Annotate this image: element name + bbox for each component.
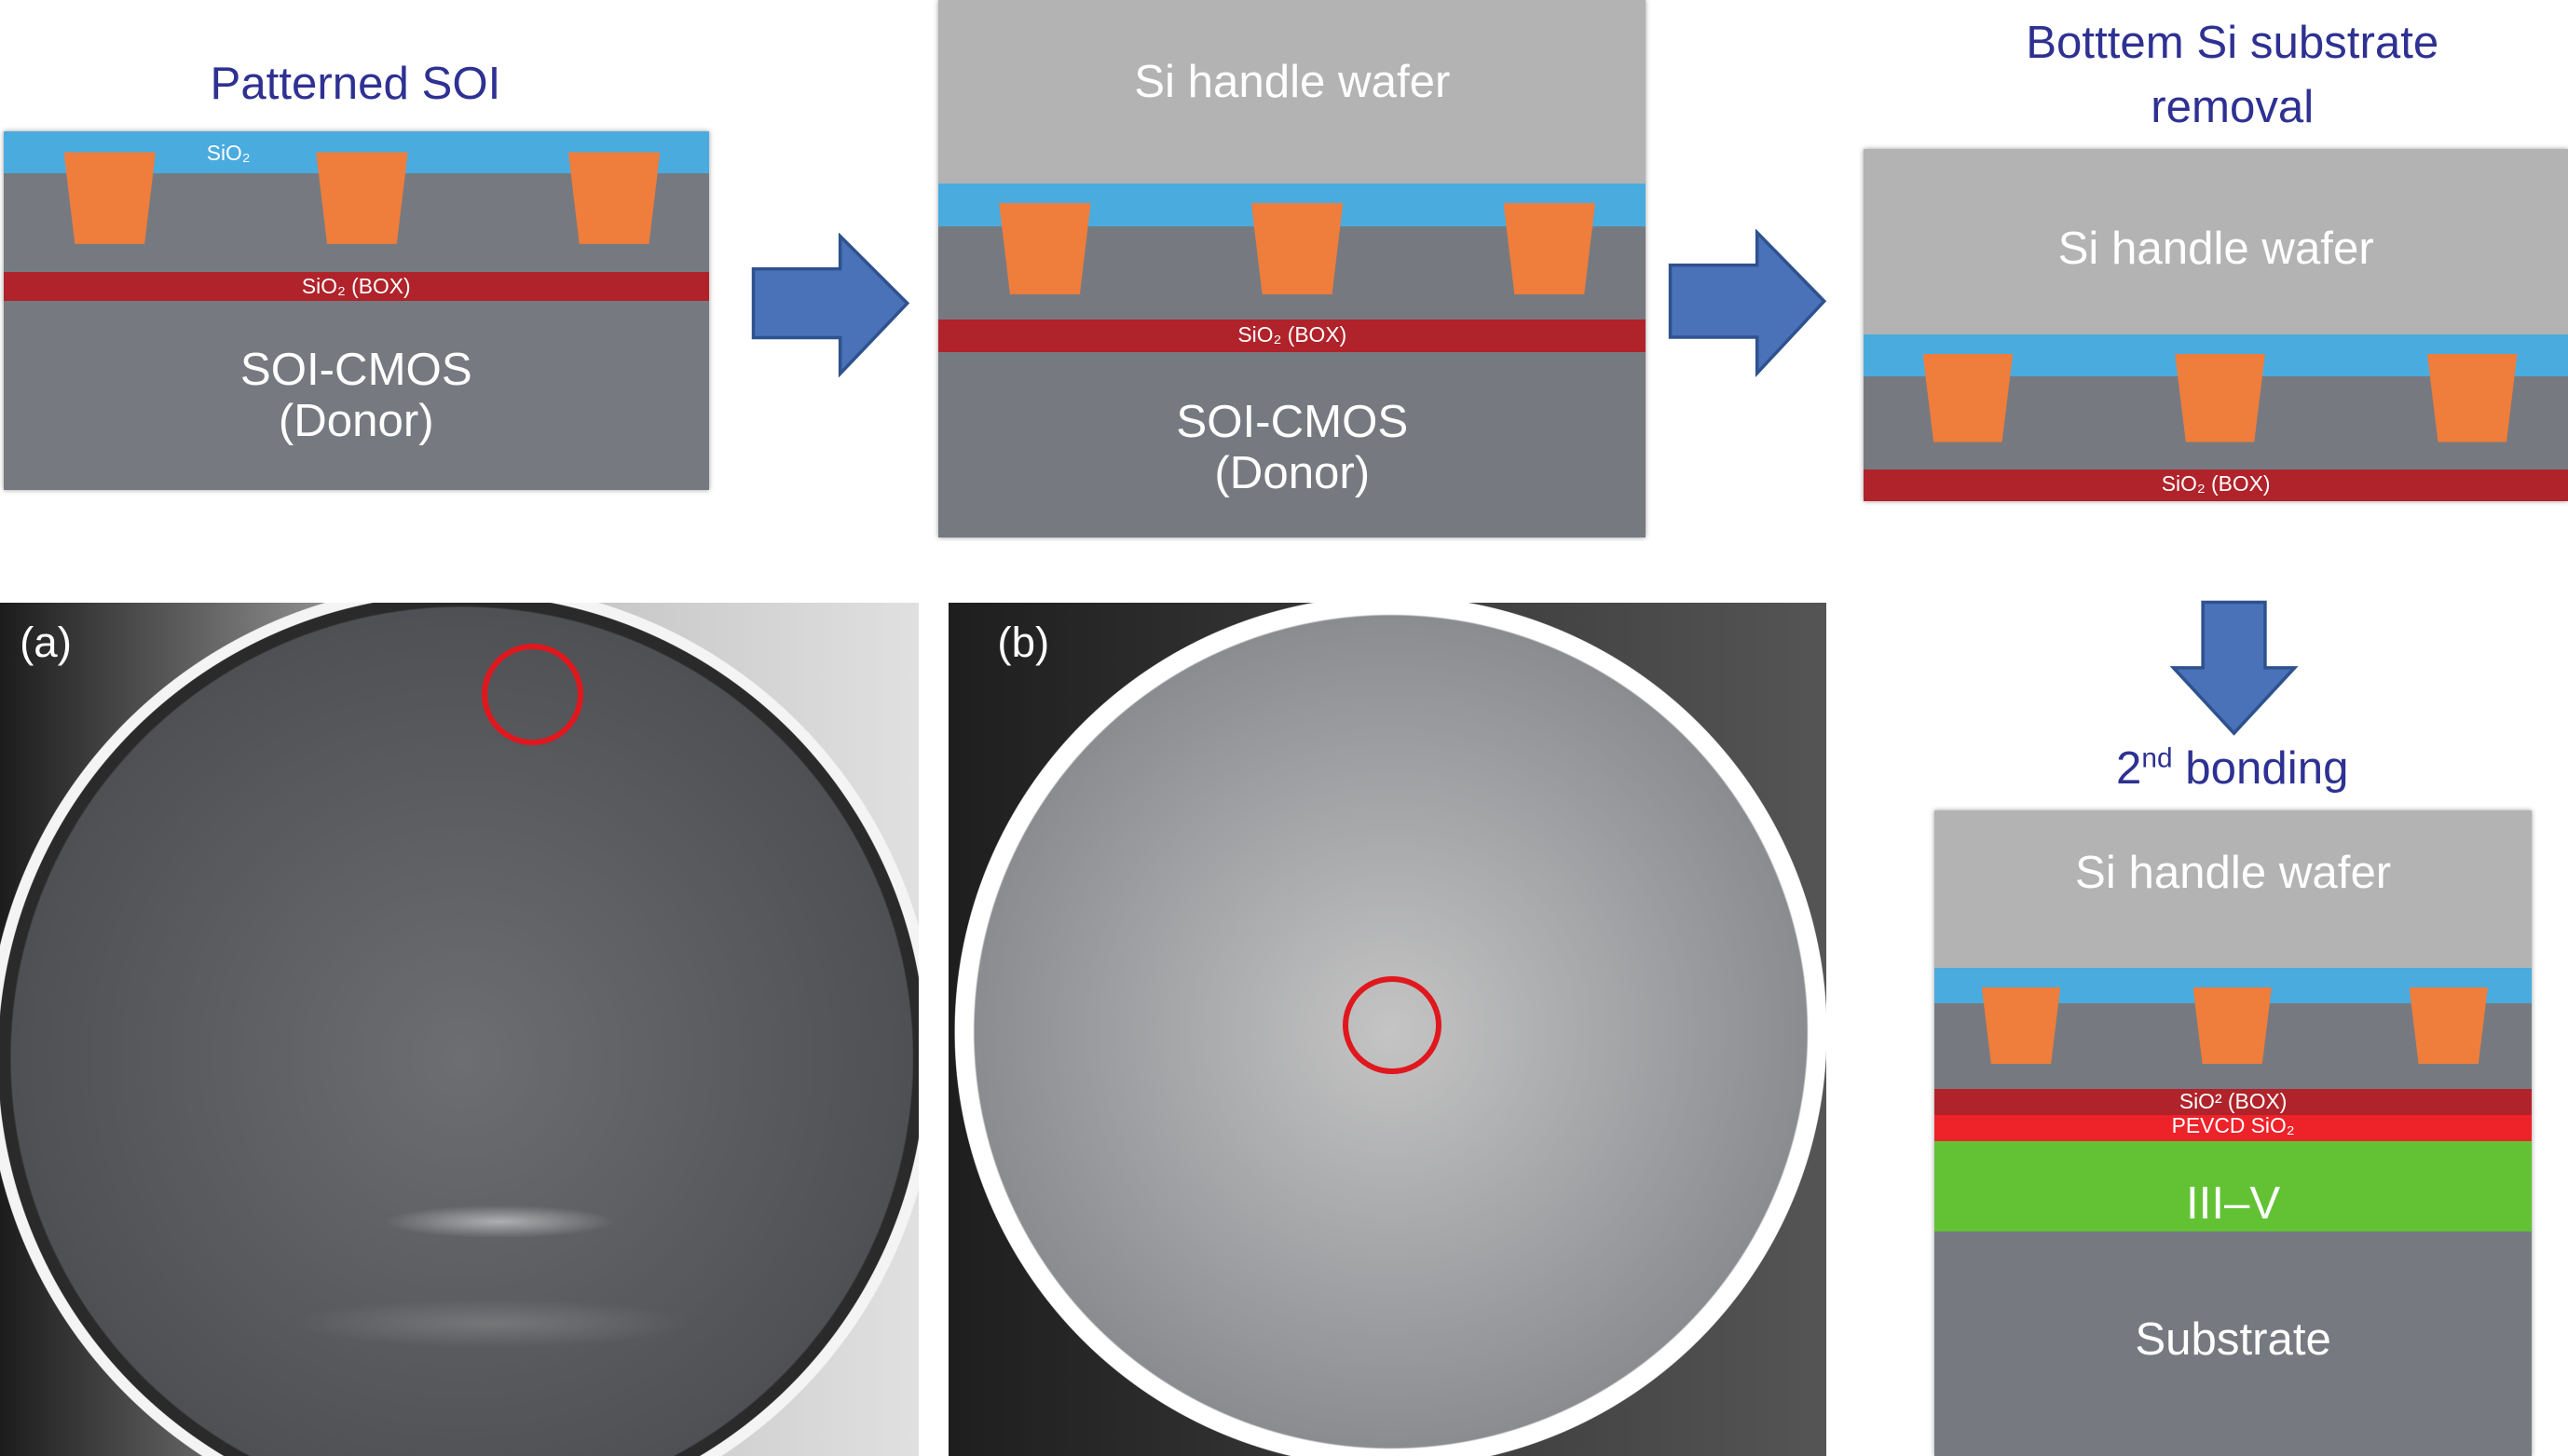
- handle-wafer-layer: [1864, 148, 2568, 334]
- substrate-label: Substrate: [2135, 1313, 2331, 1365]
- donor-label-2: (Donor): [278, 394, 434, 446]
- box-label: SiO₂ (BOX): [301, 273, 411, 298]
- box-label: SiO₂ (BOX): [1237, 322, 1347, 347]
- metal-via: [2426, 353, 2518, 442]
- panel3-title-line2: removal: [2151, 80, 2315, 132]
- metal-via: [316, 152, 408, 244]
- panel4-title: 2nd bonding: [1933, 737, 2532, 801]
- bonded-stack: Si handle wafer SiO₂ (BOX) SOI-CMOS (Don…: [938, 0, 1646, 537]
- defect-marker-a: [481, 643, 583, 745]
- photo-a-label: (a): [20, 619, 72, 667]
- handle-wafer-label: Si handle wafer: [1134, 55, 1451, 107]
- handle-wafer-label: Si handle wafer: [2075, 846, 2392, 898]
- metal-via: [2409, 987, 2488, 1065]
- second-bonding-stack: Si handle wafer SiO² (BOX) PEVCD SiO₂ II…: [1933, 810, 2533, 1456]
- handle-wafer-layer: [1933, 810, 2533, 968]
- metal-via: [567, 152, 661, 244]
- sio2-label: SiO₂: [206, 141, 251, 166]
- panel4-title-sup: nd: [2141, 742, 2173, 774]
- metal-via: [1981, 987, 2061, 1065]
- box-layer: [938, 319, 1646, 352]
- iii-v-layer: [1933, 1141, 2533, 1231]
- panel4-title-base: 2: [2116, 742, 2142, 794]
- metal-via: [1503, 202, 1595, 295]
- defect-marker-b: [1343, 975, 1441, 1075]
- metal-via: [1922, 353, 2014, 442]
- right-arrow-icon: [1669, 229, 1827, 378]
- metal-via: [1250, 202, 1344, 295]
- box-layer: [1864, 469, 2568, 501]
- photo-b-label: (b): [997, 619, 1050, 667]
- donor-label-1: SOI-CMOS: [1176, 396, 1409, 448]
- down-arrow-icon: [2169, 601, 2299, 737]
- donor-label-1: SOI-CMOS: [239, 344, 472, 396]
- box-label: SiO² (BOX): [2179, 1088, 2288, 1113]
- box-layer: [3, 271, 710, 302]
- handle-wafer-label: Si handle wafer: [2057, 223, 2374, 275]
- panel4-title-rest: bonding: [2172, 742, 2349, 794]
- box-layer: [1933, 1088, 2533, 1115]
- metal-via: [63, 152, 156, 244]
- box-label: SiO₂ (BOX): [2161, 471, 2271, 497]
- substrate-removed-stack: Si handle wafer SiO₂ (BOX): [1864, 148, 2568, 501]
- wafer-photo-b: (b): [948, 602, 1826, 1456]
- pecvd-label: PEVCD SiO₂: [2171, 1113, 2295, 1138]
- donor-label-2: (Donor): [1214, 446, 1371, 498]
- panel3-title-line1: Botttem Si substrate: [2026, 17, 2439, 69]
- metal-via: [2175, 353, 2265, 442]
- patterned-soi-stack: SiO₂ SiO₂ (BOX) SOI-CMOS (Donor): [3, 130, 710, 490]
- iii-v-label: III–V: [2186, 1177, 2281, 1229]
- metal-via: [2192, 987, 2272, 1065]
- pecvd-layer: [1933, 1114, 2533, 1142]
- metal-via: [999, 202, 1091, 295]
- panel1-title: Patterned SOI: [210, 58, 501, 110]
- wafer-photo-a: (a): [0, 602, 920, 1456]
- handle-wafer-layer: [938, 0, 1646, 184]
- right-arrow-icon: [751, 232, 910, 378]
